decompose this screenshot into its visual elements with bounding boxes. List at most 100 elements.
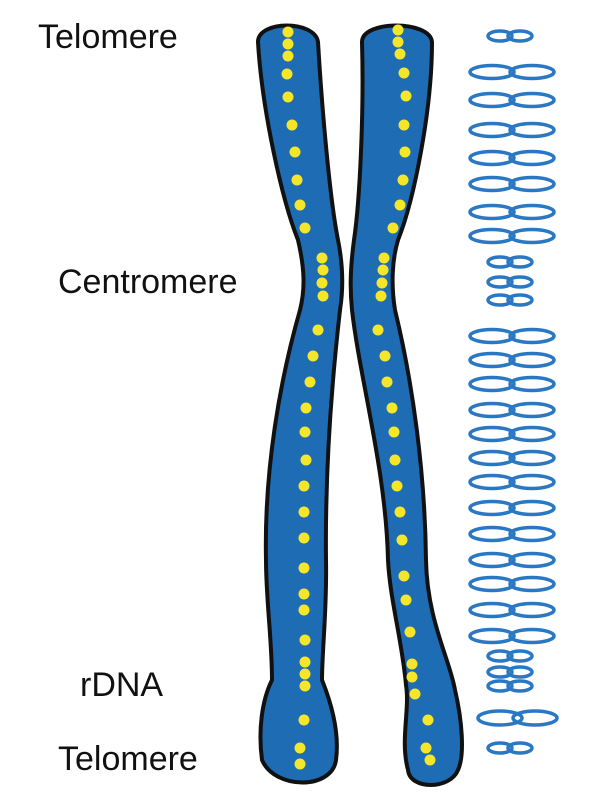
- left-marker-dot: [304, 376, 316, 388]
- chromatin-loop: [508, 375, 556, 393]
- right-marker-dot: [376, 277, 388, 289]
- centromere-label: Centromere: [58, 263, 238, 301]
- chromatin-loop: [508, 63, 556, 81]
- right-marker-dot: [394, 199, 406, 211]
- left-marker-dot: [294, 199, 306, 211]
- left-marker-dot: [281, 68, 293, 80]
- chromatin-loop: [508, 401, 556, 419]
- chromatin-loop: [508, 351, 556, 369]
- chromatin-loop: [506, 665, 534, 679]
- chromatin-loop: [508, 449, 556, 467]
- chromatin-loop: [506, 741, 534, 755]
- chromatids: [256, 23, 464, 787]
- right-marker-dot: [392, 24, 404, 36]
- chromatin-loop: [468, 227, 516, 245]
- left-marker-dot: [298, 714, 310, 726]
- right-marker-dot: [391, 480, 403, 492]
- left-marker-dot: [298, 604, 310, 616]
- chromatin-loop: [468, 525, 516, 543]
- left-marker-dot: [316, 277, 328, 289]
- right-marker-dot: [377, 264, 389, 276]
- chromatin-loop: [468, 175, 516, 193]
- left-marker-dot: [298, 562, 310, 574]
- right-marker-dot: [381, 376, 393, 388]
- right-marker-dot: [420, 742, 432, 754]
- right-marker-dot: [406, 658, 418, 670]
- chromatin-loop: [508, 203, 556, 221]
- left-marker-dot: [282, 26, 294, 38]
- right-marker-dot: [409, 688, 421, 700]
- left-marker-dot: [298, 506, 310, 518]
- left-marker-dot: [299, 668, 311, 680]
- left-marker-dot: [286, 119, 298, 131]
- left-marker-dot: [289, 146, 301, 158]
- right-marker-dot: [396, 534, 408, 546]
- chromatin-loop: [508, 627, 556, 645]
- left-marker-dot: [299, 680, 311, 692]
- chromatin-loop: [476, 709, 524, 727]
- chromatin-loop: [468, 473, 516, 491]
- right-marker-dot: [400, 594, 412, 606]
- marker-dots: [281, 24, 436, 770]
- right-marker-dot: [404, 626, 416, 638]
- chromatin-loop: [506, 649, 534, 663]
- chromatin-loop: [508, 551, 556, 569]
- left-marker-dot: [282, 50, 294, 62]
- chromatin-loop: [508, 525, 556, 543]
- right-marker-dot: [394, 48, 406, 60]
- left-marker-dot: [299, 222, 311, 234]
- chromatin-loop: [468, 575, 516, 593]
- left-marker-dot: [282, 91, 294, 103]
- chromatin-loop: [468, 601, 516, 619]
- left-marker-dot: [298, 532, 310, 544]
- chromatin-loop: [486, 741, 514, 755]
- chromatin-loop: [511, 709, 559, 727]
- chromatin-loop: [468, 351, 516, 369]
- left-marker-dot: [317, 290, 329, 302]
- left-marker-dot: [291, 174, 303, 186]
- chromatin-loop: [468, 375, 516, 393]
- right-chromatid: [348, 23, 464, 787]
- chromatin-loop: [506, 29, 534, 43]
- chromatin-loop: [468, 63, 516, 81]
- chromatin-loop: [468, 499, 516, 517]
- chromatin-loop: [468, 203, 516, 221]
- left-marker-dot: [316, 252, 328, 264]
- left-chromatid: [256, 23, 345, 785]
- chromatin-loop: [468, 627, 516, 645]
- chromatin-loop: [506, 275, 534, 289]
- right-marker-dot: [388, 426, 400, 438]
- right-marker-dot: [399, 146, 411, 158]
- chromatin-loop: [486, 665, 514, 679]
- telomere-top-label: Telomere: [38, 18, 178, 56]
- chromatin-loop: [486, 293, 514, 307]
- rdna-label: rDNA: [80, 666, 164, 704]
- right-marker-dot: [400, 90, 412, 102]
- chromatin-loop: [468, 121, 516, 139]
- chromatin-loop: [508, 425, 556, 443]
- right-marker-dot: [372, 324, 384, 336]
- chromatin-loop: [468, 425, 516, 443]
- left-marker-dot: [317, 264, 329, 276]
- chromatin-loop: [468, 449, 516, 467]
- chromatin-loop: [508, 149, 556, 167]
- chromatin-loop: [508, 473, 556, 491]
- left-marker-dot: [294, 758, 306, 770]
- chromatin-loop: [508, 575, 556, 593]
- left-marker-dot: [312, 324, 324, 336]
- left-marker-dot: [298, 588, 310, 600]
- right-marker-dot: [386, 402, 398, 414]
- left-marker-dot: [300, 454, 312, 466]
- left-marker-dot: [300, 402, 312, 414]
- chromatin-loop: [468, 91, 516, 109]
- chromatin-loop: [508, 91, 556, 109]
- chromatin-loop: [506, 255, 534, 269]
- right-marker-dot: [378, 252, 390, 264]
- right-marker-dot: [422, 714, 434, 726]
- right-marker-dot: [424, 754, 436, 766]
- left-marker-dot: [299, 426, 311, 438]
- chromatin-loops: [468, 29, 559, 755]
- chromatin-loop: [468, 401, 516, 419]
- chromatin-loop: [508, 601, 556, 619]
